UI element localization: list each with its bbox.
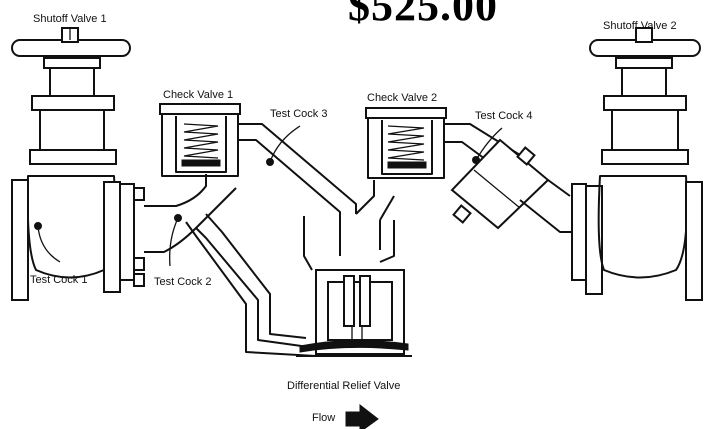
label-test-cock-1: Test Cock 1: [30, 274, 88, 286]
price-heading: $525.00: [348, 0, 498, 30]
shutoff-valve-2: [571, 27, 703, 301]
shutoff-valve-1: [11, 27, 131, 301]
outlet-pipe: [450, 138, 572, 233]
label-test-cock-4: Test Cock 4: [475, 110, 533, 122]
label-check-valve-2: Check Valve 2: [367, 92, 438, 104]
relief-passages: [185, 213, 395, 357]
leader-lines: [37, 125, 503, 267]
inlet-pipe: [119, 174, 237, 287]
differential-relief-valve: [296, 269, 412, 357]
label-test-cock-3: Test Cock 3: [270, 108, 328, 120]
label-shutoff-valve-1: Shutoff Valve 1: [33, 13, 107, 25]
label-shutoff-valve-2: Shutoff Valve 2: [603, 20, 677, 32]
label-differential-relief-valve: Differential Relief Valve: [287, 380, 401, 392]
label-flow: Flow: [312, 412, 336, 424]
label-test-cock-2: Test Cock 2: [154, 276, 212, 288]
label-check-valve-1: Check Valve 1: [163, 89, 234, 101]
flow-arrow-icon: [345, 403, 379, 429]
